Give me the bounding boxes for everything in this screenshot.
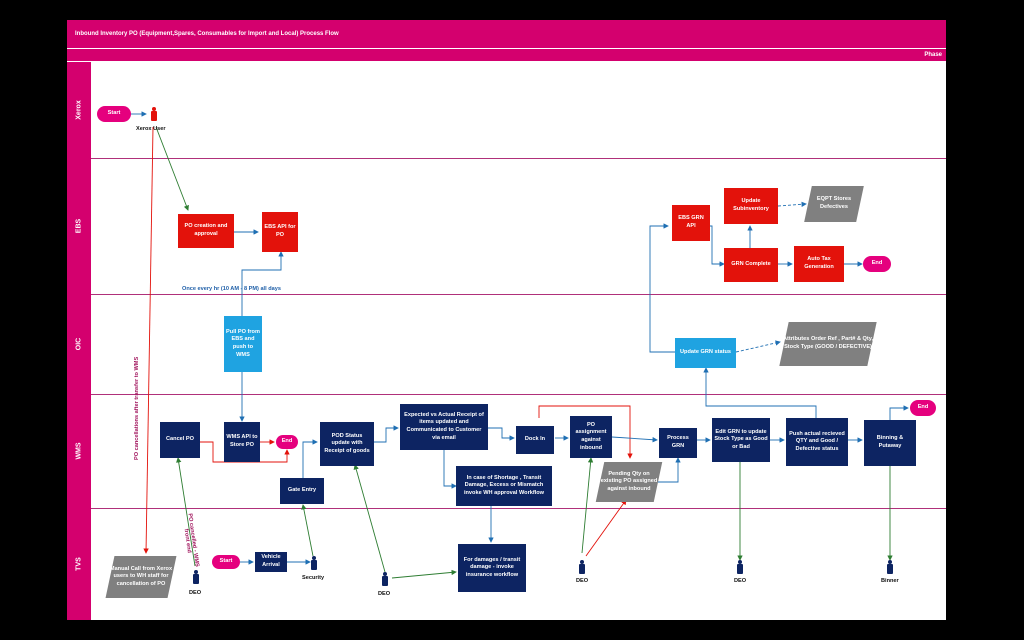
lane-label-xerox: Xerox [75,100,83,120]
po-cancellation-annotation: PO cancellations after transfer to WMS [134,356,140,460]
deo-label: DEO [576,578,589,584]
ebs-grn-api-task[interactable]: EBS GRN API [672,205,710,241]
deo-icon [736,560,744,574]
expected-vs-actual-task[interactable]: Expected vs Actual Receipt of items upda… [400,404,488,450]
lane-tvs: TVS [67,508,91,620]
pending-qty-data[interactable]: Pending Qty on existing PO assigned agai… [600,470,658,492]
pull-po-task[interactable]: Pull PO from EBS and push to WMS [224,316,262,372]
shortage-workflow-task[interactable]: In case of Shortage , Transit Damage, Ex… [456,466,552,506]
deo-icon [192,570,200,584]
xerox-user-icon [150,107,158,121]
lane-label-tvs: TVS [75,557,83,571]
lane-label-wms: WMS [75,442,83,460]
lane-divider [91,508,946,509]
eqpt-stores-data[interactable]: EQPT Stores Defectives [816,196,852,210]
security-icon [310,556,318,570]
grn-complete-task[interactable]: GRN Complete [724,248,778,282]
binning-putaway-task[interactable]: Binning & Putaway [864,420,916,466]
diagram-canvas [67,20,946,620]
auto-tax-task[interactable]: Auto Tax Generation [794,246,844,282]
edit-grn-task[interactable]: Edit GRN to update Stock Type as Good or… [712,418,770,462]
deo-label: DEO [378,591,391,597]
phase-header: Phase [67,48,946,61]
diagram-title: Inbound Inventory PO (Equipment,Spares, … [67,20,946,48]
lane-label-oic: OIC [75,337,83,351]
lane-wms: WMS [67,394,91,508]
lane-label-ebs: EBS [75,218,83,234]
lane-oic: OIC [67,294,91,394]
pod-status-task[interactable]: POD Status update with Receipt of goods [320,422,374,466]
vehicle-arrival-task[interactable]: Vehicle Arrival [255,552,287,572]
deo-icon [578,560,586,574]
deo-icon [381,572,389,586]
update-grn-status-task[interactable]: Update GRN status [675,338,736,368]
lane-xerox: Xerox [67,62,91,158]
lane-divider [91,158,946,159]
schedule-annotation: Once every hr (10 AM - 8 PM) all days [182,286,281,292]
end-wms-terminator[interactable]: End [276,435,298,449]
dock-in-task[interactable]: Dock In [516,426,554,454]
update-subinventory-task[interactable]: Update Subinventory [724,188,778,224]
process-grn-task[interactable]: Process GRN [659,428,697,458]
deo-label: DEO [734,578,747,584]
manual-call-data[interactable]: Manual Call from Xerox users to WH staff… [109,565,173,587]
lane-divider [91,394,946,395]
gate-entry-task[interactable]: Gate Entry [280,478,324,504]
security-label: Security [302,575,325,581]
xerox-user-label: Xerox User [136,126,166,132]
end-ebs-terminator[interactable]: End [863,256,891,272]
ebs-api-task[interactable]: EBS API for PO [262,212,298,252]
binner-label: Binner [881,578,899,584]
wms-api-task[interactable]: WMS API to Store PO [224,422,260,462]
lane-ebs: EBS [67,158,91,294]
deo-label: DEO [189,590,202,596]
attributes-data[interactable]: Attributes Order Ref , Part# & Qty, Stoc… [782,336,874,350]
po-creation-task[interactable]: PO creation and approval [178,214,234,248]
start-tvs-terminator[interactable]: Start [212,555,240,569]
po-assignment-task[interactable]: PO assignment against inbound [570,416,612,458]
damages-insurance-task[interactable]: For damages / transit damage - invoke in… [458,544,526,592]
push-actual-task[interactable]: Push actual recieved QTY and Good / Defe… [786,418,848,466]
lane-divider [91,294,946,295]
start-terminator[interactable]: Start [97,106,131,122]
end-binning-terminator[interactable]: End [910,400,936,416]
cancel-po-task[interactable]: Cancel PO [160,422,200,458]
binner-icon [886,560,894,574]
